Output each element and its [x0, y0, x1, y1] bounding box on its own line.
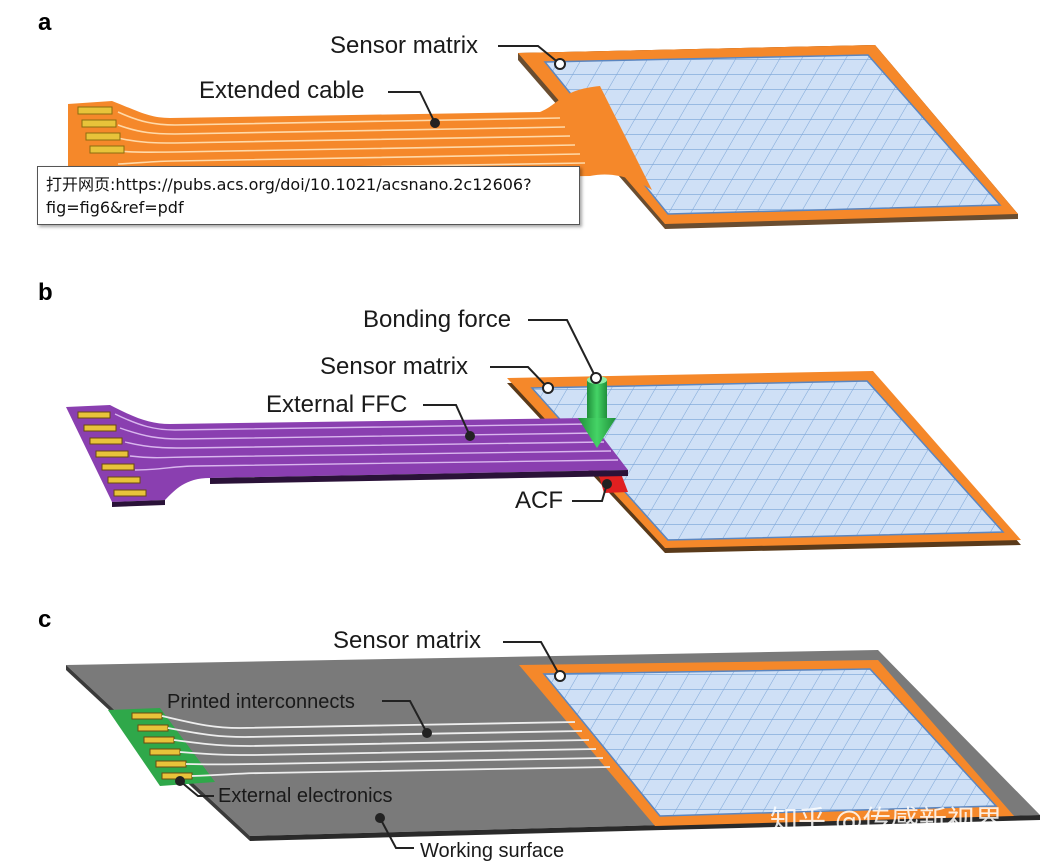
label-external-electronics: External electronics: [218, 785, 393, 807]
label-printed-interconnects: Printed interconnects: [167, 691, 355, 713]
sensor-matrix-grid-c: [542, 668, 998, 817]
external-electronics-pcb: [108, 708, 215, 786]
watermark-text: 知乎 @传感新视界: [770, 804, 1003, 837]
printed-interconnects: [161, 715, 611, 777]
label-external-ffc: External FFC: [266, 391, 407, 418]
tooltip-line-1: 打开网页:https://pubs.acs.org/doi/10.1021/ac…: [46, 175, 532, 194]
label-acf: ACF: [515, 487, 563, 514]
tooltip-line-2: fig=fig6&ref=pdf: [46, 198, 184, 217]
link-tooltip[interactable]: 打开网页:https://pubs.acs.org/doi/10.1021/ac…: [37, 166, 580, 225]
panel-b-drawing: [66, 371, 1021, 553]
panel-label-c: c: [38, 606, 51, 633]
panel-label-a: a: [38, 9, 52, 36]
label-working-surface: Working surface: [420, 840, 564, 862]
label-sensor-matrix-a: Sensor matrix: [330, 32, 478, 59]
label-sensor-matrix-b: Sensor matrix: [320, 353, 468, 380]
ffc-contact-pads: [77, 411, 147, 497]
label-sensor-matrix-c: Sensor matrix: [333, 627, 481, 654]
label-extended-cable: Extended cable: [199, 77, 364, 104]
label-bonding-force: Bonding force: [363, 306, 511, 333]
panel-c-drawing: [66, 650, 1040, 841]
panel-label-b: b: [38, 279, 53, 306]
cable-contact-pads-a: [77, 106, 125, 154]
